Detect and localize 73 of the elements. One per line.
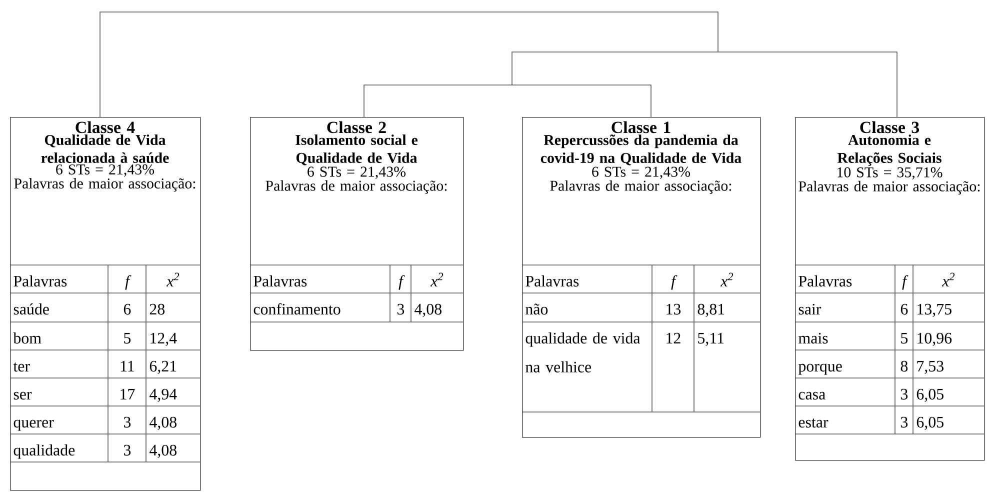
class-description: 10 STs = 35,71% [838,167,942,180]
table-header: Palavras [798,275,852,287]
table-cell: 4,08 [150,444,176,458]
table-cell: mais [798,332,828,344]
dendrogram-branch [100,12,718,118]
class-description: 6 STs = 21,43% [592,166,690,179]
table-header: f [902,275,908,290]
table-header: x$^{2}$ [430,272,444,286]
table-cell: 8 [900,360,908,372]
class-description: Palavras de maior associação: [798,180,980,194]
table-cell: 6,05 [916,416,944,430]
table-cell: casa [798,392,826,400]
class-description: Qualidade de Vida relacionada à saúde [41,134,169,163]
table-cell: 6 [900,304,908,315]
table-cell: confinamento [254,303,340,315]
table-cell: estar [798,418,828,428]
table-cell: 8,81 [698,304,724,317]
table-cell: ser [14,392,32,400]
table-cell: 3 [124,444,131,456]
table-header: Palavras [14,275,67,287]
table-header: Palavras [254,275,307,287]
class-title: Classe 2 [327,121,386,134]
table-cell: 10,96 [918,332,952,346]
dendrogram-branch [512,52,898,118]
table-header: f [398,275,405,290]
class-description: 6 STs = 21,43% [56,164,154,177]
table-header: f [671,275,678,290]
table-cell: 13 [666,304,681,315]
table-cell: 13,75 [918,304,952,317]
table-cell: 4,94 [150,388,177,402]
class-description: 6 STs = 21,43% [308,166,406,179]
table-cell: 12,4 [150,332,177,346]
table-cell: 3 [900,388,908,400]
class-title: Classe 1 [612,121,670,134]
table-cell: qualidade de vida na velhice [526,332,640,372]
table-header: x$^{2}$ [720,272,734,286]
table-cell: bom [13,332,42,344]
class-title: Classe 4 [76,121,135,134]
table-cell: 5,11 [698,332,724,346]
table-cell: 6,21 [150,360,176,374]
class-description: Palavras de maior associação: [550,180,732,194]
class-description: Isolamento social e Qualidade de Vida [296,134,418,166]
table-cell: saúde [14,303,49,315]
table-cell: 6,05 [916,388,944,402]
table-header: x$^{2}$ [942,272,955,286]
table-cell: 5 [124,332,131,344]
table-cell: querer [14,420,54,431]
table-header: x$^{2}$ [166,272,180,286]
table-cell: 3 [900,416,908,428]
table-cell: 3 [397,304,404,315]
table-cell: 4,08 [414,304,442,317]
table-cell: 7,53 [917,360,944,374]
table-cell: 17 [120,388,135,400]
class-description: Palavras de maior associação: [14,178,196,192]
table-cell: 6 [124,304,131,315]
table-cell: não [526,304,548,315]
table-cell: sair [798,304,822,315]
class-description: Palavras de maior associação: [266,180,447,194]
table-header: Palavras [526,275,579,287]
table-cell: 12 [666,332,680,344]
dendrogram-branch [364,84,652,118]
table-cell: 11 [120,360,134,372]
table-cell: 28 [150,304,165,315]
table-cell: 5 [901,332,908,344]
table-cell: qualidade [14,444,75,459]
class-title: Classe 3 [860,121,920,134]
class-description: Repercussões da pandemia da covid-19 na Qualidade de Vida [540,134,742,166]
table-cell: ter [13,362,30,372]
table-cell: porque [798,364,842,375]
table-header: f [125,275,132,290]
table-cell: 4,08 [150,416,176,430]
class-description: Autonomia e Relações Sociais [837,134,942,166]
table-cell: 3 [124,416,131,428]
